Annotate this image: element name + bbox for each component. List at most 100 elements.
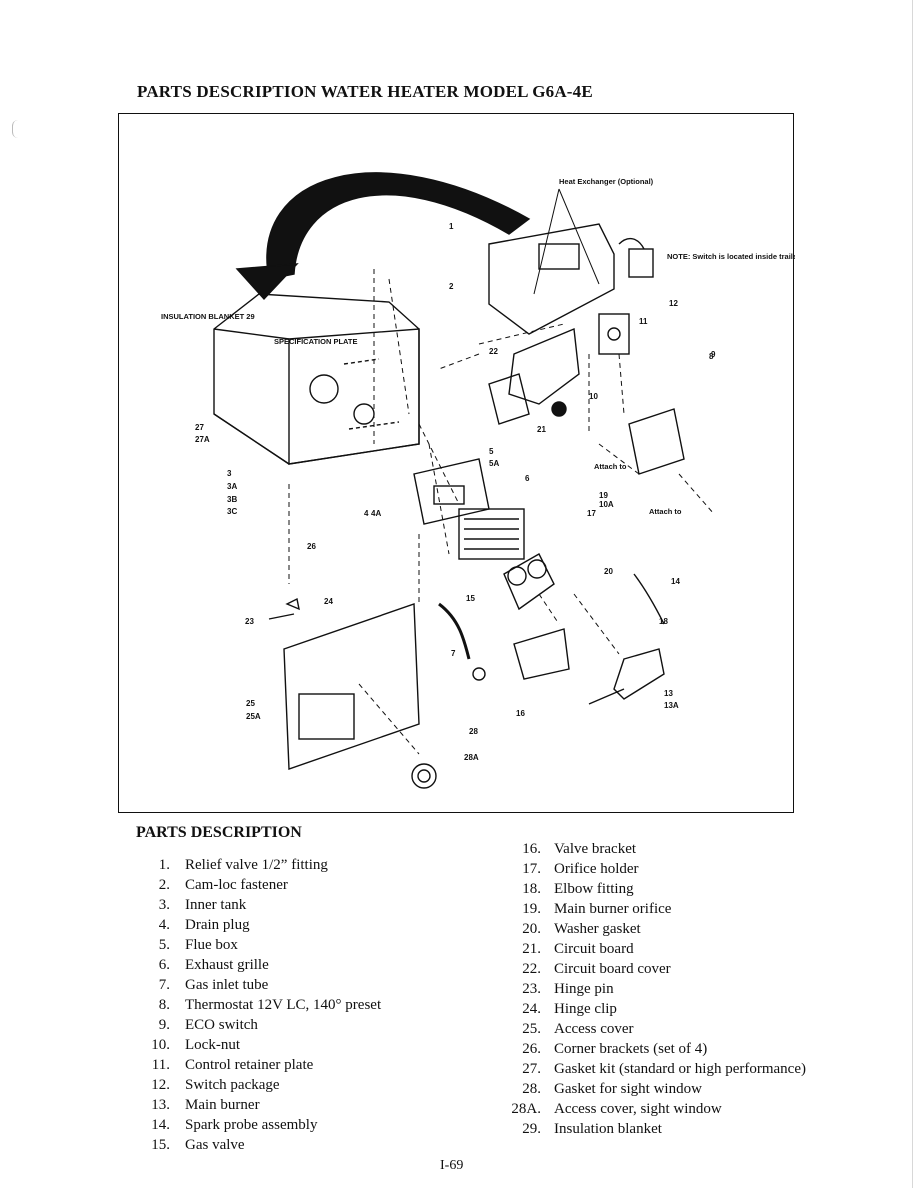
part-number: 4. xyxy=(158,917,170,933)
part-item: 6.Exhaust grille xyxy=(140,955,381,975)
part-item: 14.Spark probe assembly xyxy=(140,1115,381,1135)
part-number-label: 26 xyxy=(307,542,316,551)
part-description: Insulation blanket xyxy=(554,1121,662,1137)
part-description: Gasket kit (standard or high performance… xyxy=(554,1061,806,1077)
callout-specification-plate: SPECIFICATION PLATE xyxy=(274,337,357,346)
part-description: Thermostat 12V LC, 140° preset xyxy=(185,997,382,1013)
hinge-pin xyxy=(268,613,295,620)
part-number-label: 13 xyxy=(664,689,673,698)
part-number-label: 11 xyxy=(639,317,648,326)
part-item: 18.Elbow fitting xyxy=(505,879,806,899)
part-item: 27.Gasket kit (standard or high performa… xyxy=(505,1059,806,1079)
part-number-label: 24 xyxy=(324,597,333,606)
part-number-label: 3A xyxy=(227,482,237,491)
margin-mark xyxy=(12,120,19,138)
part-number: 12. xyxy=(151,1077,170,1093)
part-number-label: 22 xyxy=(489,347,498,356)
sight-window-gasket xyxy=(411,763,437,789)
part-number-label: 13A xyxy=(664,701,679,710)
part-item: 1.Relief valve 1/2” fitting xyxy=(140,855,381,875)
part-number: 15. xyxy=(151,1137,170,1153)
part-number-label: 16 xyxy=(516,709,525,718)
part-number: 28A. xyxy=(511,1101,541,1117)
part-number: 28. xyxy=(522,1081,541,1097)
part-item: 16.Valve bracket xyxy=(505,839,806,859)
part-description: ECO switch xyxy=(185,1017,258,1033)
part-description: Switch package xyxy=(185,1077,280,1093)
direction-arrow-head xyxy=(235,263,299,301)
part-number-label: 8 xyxy=(709,352,714,361)
callout-attach-a: Attach to xyxy=(594,462,627,471)
part-description: Relief valve 1/2” fitting xyxy=(185,857,328,873)
part-description: Gas valve xyxy=(185,1137,245,1153)
part-number-label: 6 xyxy=(525,474,530,483)
part-item: 20.Washer gasket xyxy=(505,919,806,939)
gas-valve xyxy=(503,553,555,611)
circuit-board-cover xyxy=(508,327,580,405)
part-number: 13. xyxy=(151,1097,170,1113)
part-description: Exhaust grille xyxy=(185,957,269,973)
part-item: 28. Gasket for sight window xyxy=(505,1079,806,1099)
callout-heat-exchanger: Heat Exchanger (Optional) xyxy=(559,177,654,186)
part-number-label: 5 xyxy=(489,447,494,456)
part-number-label: 14 xyxy=(671,577,680,586)
part-number-label: 25A xyxy=(246,712,261,721)
part-number: 24. xyxy=(522,1001,541,1017)
parts-description-heading: PARTS DESCRIPTION xyxy=(136,824,302,841)
part-item: 28A.Access cover, sight window xyxy=(505,1099,806,1119)
switch-package xyxy=(628,248,654,278)
part-number-label: 2 xyxy=(449,282,454,291)
part-number: 22. xyxy=(522,961,541,977)
callout-note: NOTE: Switch is located inside trailer o… xyxy=(667,252,795,261)
part-number-label: 1 xyxy=(449,222,454,231)
part-description: Control retainer plate xyxy=(185,1057,314,1073)
part-description: Main burner orifice xyxy=(554,901,672,917)
part-number-label: 10 xyxy=(589,392,598,401)
part-number-label: 4 xyxy=(364,509,369,518)
tank-front-face xyxy=(288,328,420,465)
part-description: Flue box xyxy=(185,937,238,953)
valve-bracket xyxy=(513,628,570,680)
part-number: 7. xyxy=(158,977,170,993)
tank-flue-opening xyxy=(309,374,339,404)
part-item: 8. Thermostat 12V LC, 140° preset xyxy=(140,995,381,1015)
hinge-clip xyxy=(285,597,300,611)
part-number: 29. xyxy=(522,1121,541,1137)
callout-attach-b: Attach to xyxy=(649,507,682,516)
part-item: 25.Access cover xyxy=(505,1019,806,1039)
circuit-board xyxy=(488,373,530,425)
part-item: 23.Hinge pin xyxy=(505,979,806,999)
part-item: 11.Control retainer plate xyxy=(140,1055,381,1075)
part-item: 17.Orifice holder xyxy=(505,859,806,879)
exhaust-grille xyxy=(458,508,525,560)
direction-arrow xyxy=(266,172,531,280)
part-number-label: 28 xyxy=(469,727,478,736)
part-description: Elbow fitting xyxy=(554,881,634,897)
part-description: Gasket for sight window xyxy=(554,1081,702,1097)
part-description: Cam-loc fastener xyxy=(185,877,288,893)
part-number-label: 3C xyxy=(227,507,237,516)
part-number: 9. xyxy=(158,1017,170,1033)
part-item: 19.Main burner orifice xyxy=(505,899,806,919)
part-item: 21.Circuit board xyxy=(505,939,806,959)
part-item: 4.Drain plug xyxy=(140,915,381,935)
part-number: 8. xyxy=(158,997,170,1013)
control-retainer-plate xyxy=(598,313,630,355)
part-number: 3. xyxy=(158,897,170,913)
part-description: Inner tank xyxy=(185,897,247,913)
part-item: 24.Hinge clip xyxy=(505,999,806,1019)
part-description: Valve bracket xyxy=(554,841,637,857)
part-number-label: 27 xyxy=(195,423,204,432)
page-number: I-69 xyxy=(440,1158,464,1173)
spark-probe xyxy=(633,573,665,625)
part-item: 29. Insulation blanket xyxy=(505,1119,806,1139)
part-number: 26. xyxy=(522,1041,541,1057)
part-description: Spark probe assembly xyxy=(185,1117,318,1133)
part-item: 22.Circuit board cover xyxy=(505,959,806,979)
part-item: 9. ECO switch xyxy=(140,1015,381,1035)
mounting-bracket xyxy=(628,408,685,475)
part-number-label: 18 xyxy=(659,617,668,626)
part-description: Hinge pin xyxy=(554,981,614,997)
part-number-label: 17 xyxy=(587,509,596,518)
